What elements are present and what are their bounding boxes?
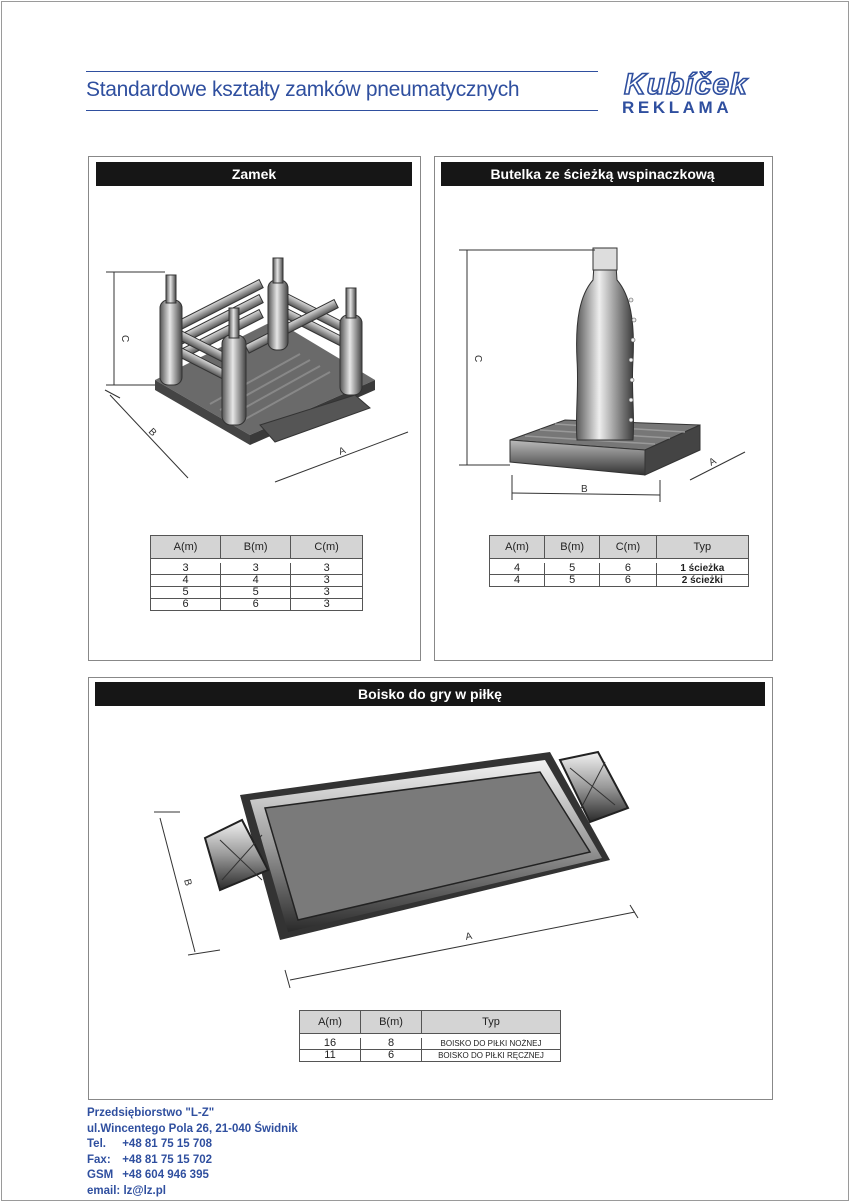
email-line: email: lz@lz.pl [87,1184,166,1197]
logo-wordmark: Kubíček [623,68,748,101]
bottle-illustration: C B A [459,247,746,502]
column-header: C(m) [599,535,657,559]
gsm-number: +48 604 946 395 [122,1169,209,1181]
bottle-dim-c: C [472,355,483,362]
column-header: B(m) [544,535,601,559]
column-header: A(m) [149,535,222,559]
company-logo: Kubíček REKLAMA [622,68,772,117]
castle-illustration: C B A [104,257,409,483]
pitch-dim-b: B [181,878,193,888]
panel-boisko-title: Boisko do gry w piłkę [95,682,765,706]
pitch-illustration: B A [154,750,639,989]
contact-footer: Przedsiębiorstwo "L-Z" ul.Wincentego Pol… [87,1106,298,1199]
column-header: A(m) [299,1010,361,1034]
column-header: C(m) [290,535,363,559]
logo-subtitle: REKLAMA [622,98,733,117]
column-header: B(m) [220,535,292,559]
phone-number: +48 81 75 15 708 [122,1138,213,1150]
company-address: ul.Wincentego Pola 26, 21-040 Świdnik [87,1122,298,1135]
fax-number: +48 81 75 15 702 [122,1153,213,1166]
header-rule-top [86,71,598,72]
page-title: Standardowe kształty zamków pneumatyczny… [86,78,520,101]
header-rule-bottom [86,110,598,111]
gsm-line: GSM +48 604 946 395 [87,1169,209,1181]
panel-zamek-title: Zamek [96,162,412,186]
column-header: A(m) [488,535,546,559]
phone-line: Tel. +48 81 75 15 708 [87,1138,213,1150]
castle-dim-b: B [146,426,159,439]
company-name: Przedsiębiorstwo "L-Z" [87,1107,215,1119]
fax-line: Fax: +48 81 75 15 702 [87,1153,213,1166]
email-address[interactable]: lz@lz.pl [123,1184,166,1197]
column-header: Typ [655,535,750,559]
column-header: Typ [421,1010,561,1034]
panel-butelka-title: Butelka ze ścieżką wspinaczkową [441,162,764,186]
pitch-dim-a: A [464,931,473,943]
castle-dim-a: A [337,445,347,458]
column-header: B(m) [360,1010,422,1034]
castle-dim-c: C [119,335,130,342]
bottle-dim-a: A [707,456,718,469]
bottle-dim-b: B [581,484,588,495]
